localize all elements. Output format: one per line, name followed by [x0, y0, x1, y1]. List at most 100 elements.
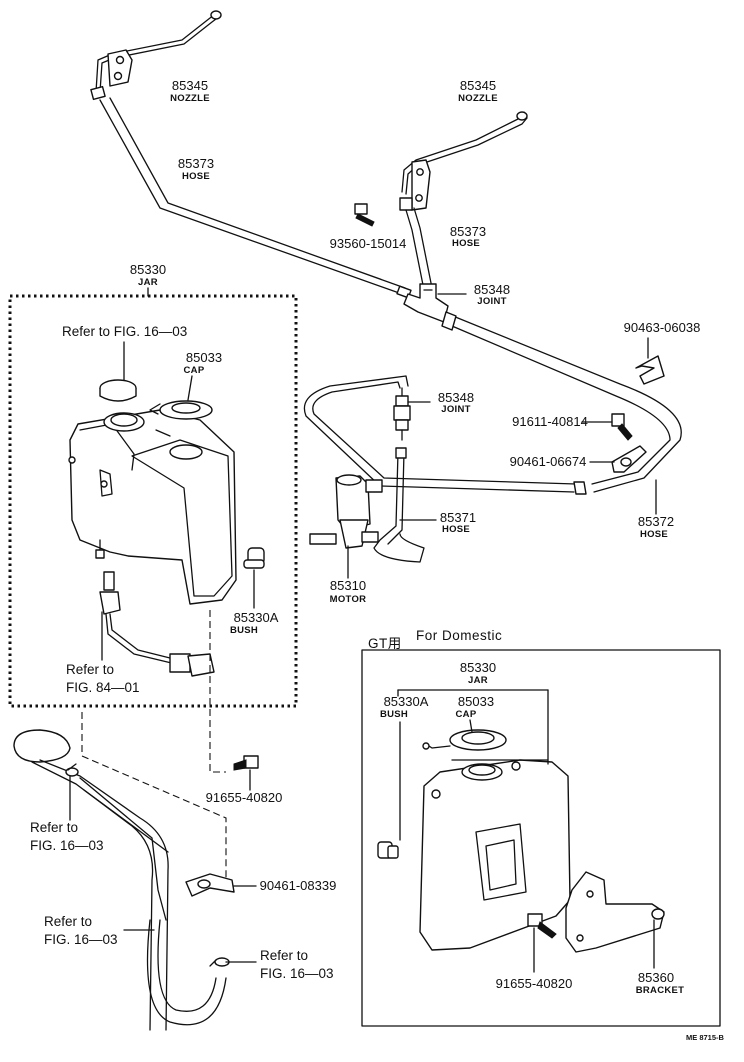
- svg-text:85033: 85033: [458, 694, 494, 709]
- right-nozzle-assembly: [399, 111, 528, 211]
- bolt-91655-left: [233, 755, 259, 771]
- svg-text:FIG. 16—03: FIG. 16—03: [30, 838, 104, 853]
- joint-upper: [403, 283, 449, 323]
- cap-85033: [149, 400, 213, 420]
- left-nozzle-assembly: [90, 10, 222, 101]
- svg-text:CAP: CAP: [456, 709, 477, 720]
- svg-text:JOINT: JOINT: [477, 296, 506, 307]
- level-sensor: [99, 571, 215, 677]
- clamp-90461-08339: [185, 873, 235, 897]
- svg-text:85033: 85033: [186, 350, 222, 365]
- label-nozzle-left: 85345 NOZZLE: [170, 78, 210, 104]
- svg-text:85348: 85348: [474, 282, 510, 297]
- footer-code: ME 8715-B: [686, 1033, 725, 1042]
- gt-header-model: GT用: [368, 636, 402, 651]
- gt-label-bolt: 91655-40820: [496, 927, 573, 991]
- ref-fig-16-03-bottom: Refer to FIG. 16—03: [225, 948, 334, 981]
- label-hose-upper-right: 85373 HOSE: [450, 224, 486, 249]
- svg-text:85373: 85373: [450, 224, 486, 239]
- svg-text:BUSH: BUSH: [380, 709, 408, 720]
- svg-text:85310: 85310: [330, 578, 366, 593]
- svg-text:NOZZLE: NOZZLE: [458, 93, 498, 104]
- svg-text:BRACKET: BRACKET: [636, 985, 685, 996]
- label-bolt-93560: 93560-15014: [330, 236, 407, 251]
- svg-text:85345: 85345: [460, 78, 496, 93]
- svg-text:85372: 85372: [638, 514, 674, 529]
- svg-text:FIG. 16—03: FIG. 16—03: [44, 932, 118, 947]
- svg-text:85360: 85360: [638, 970, 674, 985]
- svg-text:CAP: CAP: [184, 365, 205, 376]
- filler-pipe: [13, 729, 227, 1031]
- svg-text:85373: 85373: [178, 156, 214, 171]
- label-joint-lower: 85348 JOINT: [407, 390, 474, 415]
- label-motor: 85310 MOTOR: [330, 545, 367, 605]
- label-nozzle-right: 85345 NOZZLE: [458, 78, 498, 104]
- svg-text:91611-40814: 91611-40814: [512, 414, 588, 429]
- ref-fig-84-01: Refer to FIG. 84—01: [66, 611, 140, 695]
- svg-text:NOZZLE: NOZZLE: [170, 93, 210, 104]
- svg-text:JAR: JAR: [468, 675, 488, 686]
- gt-label-jar: 85330 JAR: [397, 660, 549, 697]
- bolt-93560: [354, 203, 375, 227]
- svg-text:85330A: 85330A: [234, 610, 279, 625]
- label-clamp-90463: 90463-06038: [624, 320, 701, 335]
- bolt-91611: [611, 413, 633, 441]
- svg-text:Refer to: Refer to: [30, 820, 78, 835]
- svg-text:MOTOR: MOTOR: [330, 594, 367, 605]
- label-jar: 85330 JAR: [130, 262, 166, 288]
- svg-text:Refer to: Refer to: [260, 948, 308, 963]
- label-hose-upper-left: 85373 HOSE: [178, 156, 214, 182]
- svg-text:85330: 85330: [460, 660, 496, 675]
- dashed-leader-2: [209, 610, 226, 773]
- label-hose-long: 85372 HOSE: [638, 479, 674, 540]
- svg-text:HOSE: HOSE: [442, 524, 470, 535]
- gt-bolt: [527, 913, 557, 939]
- gt-jar: [419, 689, 571, 951]
- gt-bracket: [565, 871, 665, 953]
- svg-text:HOSE: HOSE: [182, 171, 210, 182]
- jar-tank: [68, 409, 237, 605]
- jar-cap: [99, 341, 137, 402]
- svg-text:FIG. 16—03: FIG. 16—03: [260, 966, 334, 981]
- hose-long: [441, 311, 682, 493]
- ref-fig-16-03-mid: Refer to FIG. 16—03: [44, 914, 155, 947]
- svg-text:HOSE: HOSE: [640, 529, 668, 540]
- svg-text:90461-08339: 90461-08339: [260, 878, 337, 893]
- svg-text:Refer to: Refer to: [66, 662, 114, 677]
- svg-text:85371: 85371: [440, 510, 476, 525]
- gt-label-bracket: 85360 BRACKET: [636, 919, 685, 996]
- gt-box-frame: [361, 649, 721, 1027]
- svg-text:FIG. 84—01: FIG. 84—01: [66, 680, 140, 695]
- label-clamp-90461-06674: 90461-06674: [510, 454, 615, 469]
- hose-upper-right: [405, 207, 433, 291]
- label-bolt-91611: 91611-40814: [512, 414, 613, 429]
- label-bush: 85330A BUSH: [230, 569, 279, 636]
- joint-lower: [393, 387, 411, 441]
- label-clamp-90461-08339: 90461-08339: [233, 878, 337, 893]
- clamp-90463: [635, 355, 665, 385]
- svg-text:85348: 85348: [438, 390, 474, 405]
- hose-clamp-left: [65, 763, 79, 777]
- svg-text:85330A: 85330A: [384, 694, 429, 709]
- svg-text:Refer to: Refer to: [44, 914, 92, 929]
- hose-loop: [303, 375, 587, 495]
- motor: [309, 474, 383, 549]
- ref-fig-16-03-left: Refer to FIG. 16—03: [30, 775, 104, 853]
- ref-fig-16-03-top: Refer to FIG. 16—03: [62, 324, 187, 339]
- svg-text:BUSH: BUSH: [230, 625, 258, 636]
- gt-bush: [377, 721, 401, 859]
- label-cap: 85033 CAP: [184, 350, 222, 401]
- svg-text:91655-40820: 91655-40820: [496, 976, 573, 991]
- label-hose-motor: 85371 HOSE: [399, 510, 476, 535]
- svg-text:85345: 85345: [172, 78, 208, 93]
- clamp-90461-06674: [611, 445, 647, 473]
- jar-dotted-box: [8, 294, 298, 708]
- hose-motor: [373, 447, 425, 563]
- dashed-leader-1: [81, 712, 227, 880]
- gt-header-note: For Domestic: [416, 628, 502, 643]
- svg-text:JOINT: JOINT: [441, 404, 470, 415]
- bush-85330a: [243, 547, 265, 569]
- gt-label-bush: 85330A BUSH: [380, 694, 429, 720]
- gt-label-cap: 85033 CAP: [456, 694, 494, 733]
